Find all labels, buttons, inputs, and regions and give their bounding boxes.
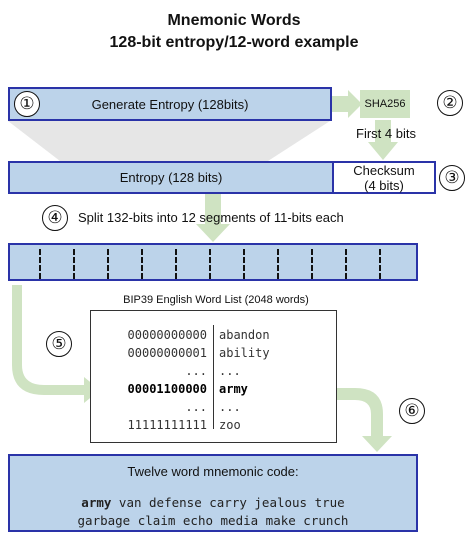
wordlist-title: BIP39 English Word List (2048 words) [123, 294, 309, 306]
wordlist-word: zoo [219, 418, 241, 432]
checksum-label-line2: (4 bits) [364, 177, 404, 193]
wordlist-bits: ... [185, 400, 207, 414]
wordlist-word: ability [219, 346, 270, 360]
arrow-to-sha256 [332, 90, 362, 118]
wordlist-word: army [219, 382, 248, 396]
diagram-title-line2: 128-bit entropy/12-word example [109, 34, 359, 51]
step-5-marker: ⑤ [46, 331, 72, 357]
sha256-label: SHA256 [364, 98, 406, 110]
first-4-bits-label: First 4 bits [356, 126, 416, 141]
diagram-title-line1: Mnemonic Words [167, 12, 301, 29]
wordlist-word: ... [219, 364, 241, 378]
split-label: Split 132-bits into 12 segments of 11-bi… [78, 210, 344, 225]
segment-divider [243, 249, 245, 279]
arrow-split-stem [205, 194, 221, 224]
step-2-marker: ② [437, 90, 463, 116]
wordlist-bits: ... [185, 364, 207, 378]
step-3-marker: ③ [439, 165, 465, 191]
mnemonic-first-word: army [81, 495, 112, 510]
mnemonic-title: Twelve word mnemonic code: [127, 464, 299, 479]
generate-entropy-label: Generate Entropy (128bits) [91, 96, 249, 112]
wordlist-bits: 11111111111 [127, 418, 207, 432]
segment-divider [39, 249, 41, 279]
checksum-label-line1: Checksum [353, 162, 415, 178]
wordlist-bits: 00000000000 [127, 328, 207, 342]
mnemonic-line1-rest: van defense carry jealous true [111, 495, 345, 510]
step-6-marker: ⑥ [399, 398, 425, 424]
arrow-to-mnemonic [337, 388, 392, 452]
mnemonic-box: Twelve word mnemonic code: army van defe… [8, 454, 418, 532]
segment-divider [345, 249, 347, 279]
mnemonic-line-1: army van defense carry jealous true [10, 494, 416, 511]
segments-bar [8, 243, 418, 281]
segment-divider [379, 249, 381, 279]
entropy-label: Entropy (128 bits) [119, 170, 223, 185]
segment-divider [73, 249, 75, 279]
funnel-shape [8, 121, 330, 161]
wordlist-word: ... [219, 400, 241, 414]
arrow-sha-stem [375, 120, 391, 142]
segment-divider [141, 249, 143, 279]
entropy-box: Entropy (128 bits) [8, 161, 334, 194]
sha256-box: SHA256 [360, 90, 410, 118]
step-4-marker: ④ [42, 205, 68, 231]
wordlist-word: abandon [219, 328, 270, 342]
arrow-to-checksum [368, 142, 398, 160]
segment-divider [175, 249, 177, 279]
segment-divider [277, 249, 279, 279]
wordlist-bits: 00000000001 [127, 346, 207, 360]
wordlist-column-divider [213, 325, 214, 429]
wordlist-bits: 00001100000 [127, 382, 207, 396]
arrow-to-segments [196, 224, 230, 242]
generate-entropy-box: Generate Entropy (128bits) [8, 87, 332, 121]
step-1-marker: ① [14, 91, 40, 117]
wordlist-box: 00000000000 abandon 00000000001 ability....… [90, 310, 337, 443]
segment-divider [107, 249, 109, 279]
checksum-box: Checksum (4 bits) [332, 161, 436, 194]
segment-divider [209, 249, 211, 279]
segment-divider [311, 249, 313, 279]
mnemonic-line-2: garbage claim echo media make crunch [77, 513, 349, 528]
